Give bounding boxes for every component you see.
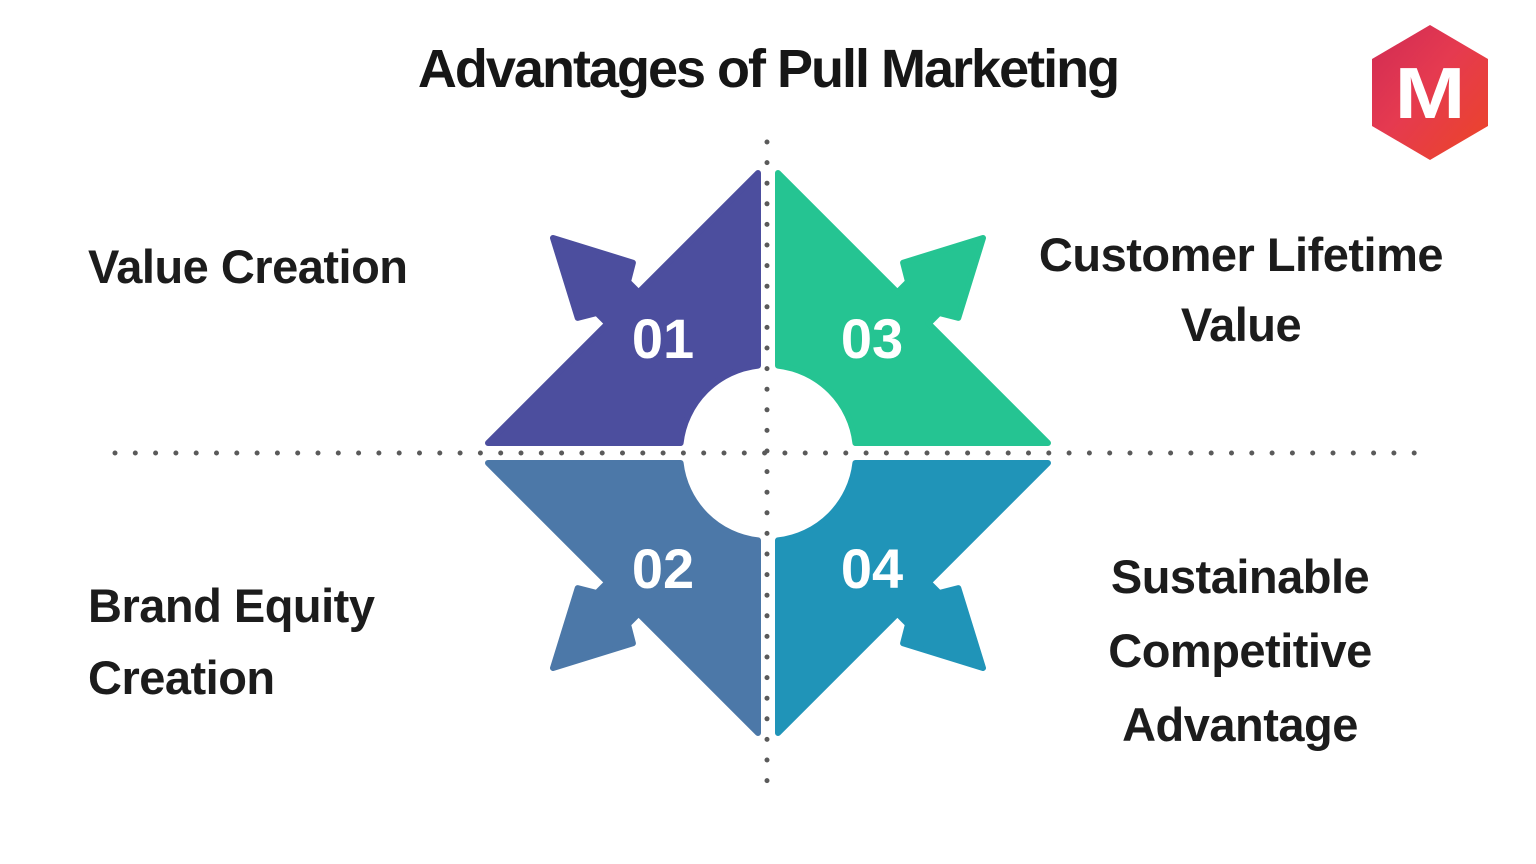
quadrant-arrow-01: [488, 173, 758, 443]
quadrant-number-03: 03: [841, 307, 903, 370]
quadrant-number-04: 04: [841, 537, 903, 600]
label-line: Sustainable: [1110, 550, 1370, 603]
quadrant-number-01: 01: [632, 307, 694, 370]
label-line: Competitive: [1108, 624, 1372, 677]
label-customer-lifetime-value: Customer Lifetime Value: [1000, 220, 1482, 360]
quadrant-number-02: 02: [632, 537, 694, 600]
label-brand-equity-creation: Brand Equity Creation: [88, 570, 588, 714]
label-line: Advantage: [1122, 698, 1358, 751]
label-line: Value Creation: [88, 240, 408, 293]
label-line: Creation: [88, 651, 275, 704]
label-sustainable-competitive-advantage: Sustainable Competitive Advantage: [1020, 540, 1460, 762]
logo-letter: M: [1395, 53, 1466, 133]
page-title: Advantages of Pull Marketing: [417, 39, 1120, 99]
label-value-creation: Value Creation: [88, 231, 588, 303]
quadrant-arrow-04: [778, 463, 1048, 733]
label-line: Brand Equity: [88, 579, 375, 632]
brand-logo: M: [1372, 25, 1488, 160]
label-line: Value: [1180, 298, 1302, 351]
label-line: Customer Lifetime: [1038, 228, 1444, 281]
logo-hexagon-icon: [1372, 25, 1488, 160]
